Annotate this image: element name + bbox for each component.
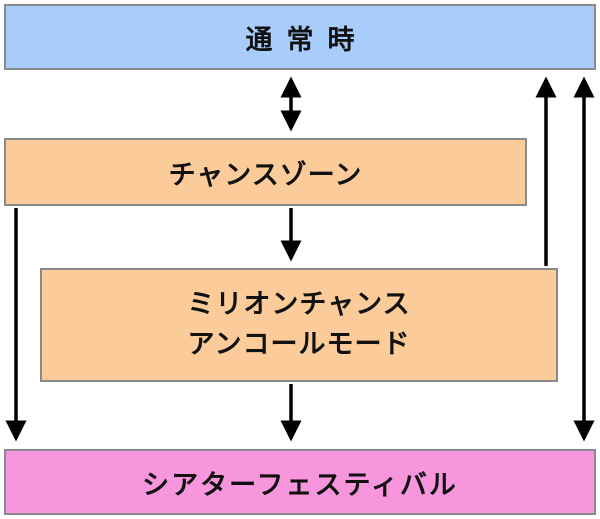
chance-zone-box: チャンスゾーン [4, 138, 527, 206]
million-chance-box: ミリオンチャンス アンコールモード [40, 268, 558, 382]
normal-state-label: 通常時 [245, 24, 369, 56]
million-chance-label-line2: アンコールモード [187, 329, 411, 360]
normal-state-box: 通常時 [4, 4, 596, 70]
million-chance-label-line1: ミリオンチャンス [187, 289, 411, 320]
theater-festival-box: シアターフェスティバル [4, 449, 596, 515]
chance-zone-label: チャンスゾーン [168, 159, 363, 191]
theater-festival-label: シアターフェスティバル [142, 469, 458, 501]
